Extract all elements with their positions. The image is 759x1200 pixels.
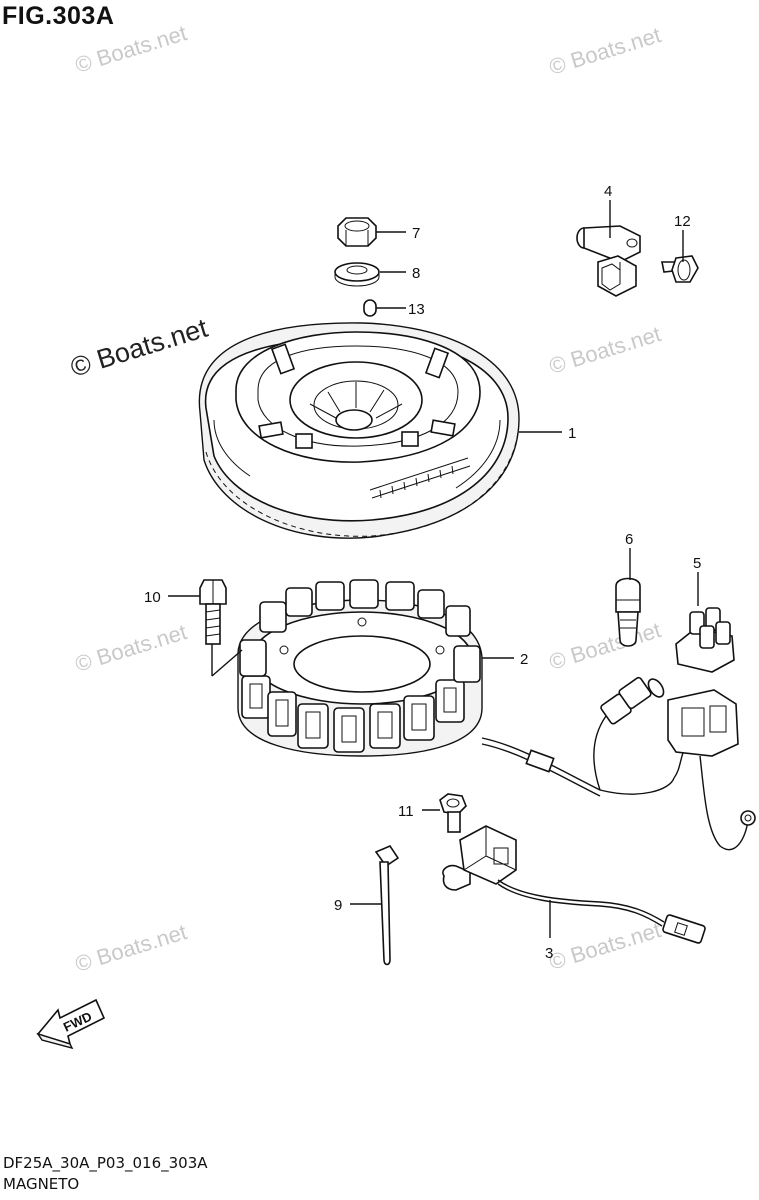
part-11-bolt xyxy=(439,793,467,833)
part-1-flywheel xyxy=(198,322,520,539)
leader-lines xyxy=(168,200,699,938)
part-5-coupler xyxy=(675,607,735,673)
callout-9: 9 xyxy=(334,897,342,914)
callout-8: 8 xyxy=(412,265,420,282)
part-2-stator xyxy=(237,579,756,851)
watermark: © Boats.net xyxy=(546,321,664,379)
callout-1: 1 xyxy=(568,425,576,442)
callout-6: 6 xyxy=(625,531,633,548)
part-6-cap xyxy=(615,577,641,647)
watermark: © Boats.net xyxy=(67,313,212,383)
part-4-sensor xyxy=(576,225,641,297)
part-13-key xyxy=(363,299,377,317)
callout-3: 3 xyxy=(545,945,553,962)
callout-2: 2 xyxy=(520,651,528,668)
part-3-pulser xyxy=(442,825,706,944)
watermark: © Boats.net xyxy=(72,919,190,977)
part-8-washer xyxy=(334,262,380,287)
fwd-direction-arrow: FWD xyxy=(36,998,106,1050)
part-7-nut xyxy=(337,217,377,247)
drawing-code: DF25A_30A_P03_016_303A xyxy=(3,1154,208,1172)
callout-4: 4 xyxy=(604,183,612,200)
watermark: © Boats.net xyxy=(546,22,664,80)
callout-12: 12 xyxy=(674,213,691,230)
watermark: © Boats.net xyxy=(546,917,664,975)
callout-numbers: 7 8 13 4 12 1 10 2 6 5 11 9 3 xyxy=(144,183,701,962)
watermark: © Boats.net xyxy=(72,619,190,677)
callout-13: 13 xyxy=(408,301,425,318)
watermark: © Boats.net xyxy=(546,617,664,675)
part-10-bolt xyxy=(199,579,227,645)
part-9-cable-tie xyxy=(374,845,400,966)
watermark: © Boats.net xyxy=(72,20,190,78)
callout-11: 11 xyxy=(398,803,414,820)
figure-name: MAGNETO xyxy=(3,1175,80,1193)
part-12-bolt xyxy=(661,255,699,283)
callout-10: 10 xyxy=(144,589,161,606)
callout-7: 7 xyxy=(412,225,420,242)
callout-5: 5 xyxy=(693,555,701,572)
figure-title: FIG.303A xyxy=(2,2,115,30)
